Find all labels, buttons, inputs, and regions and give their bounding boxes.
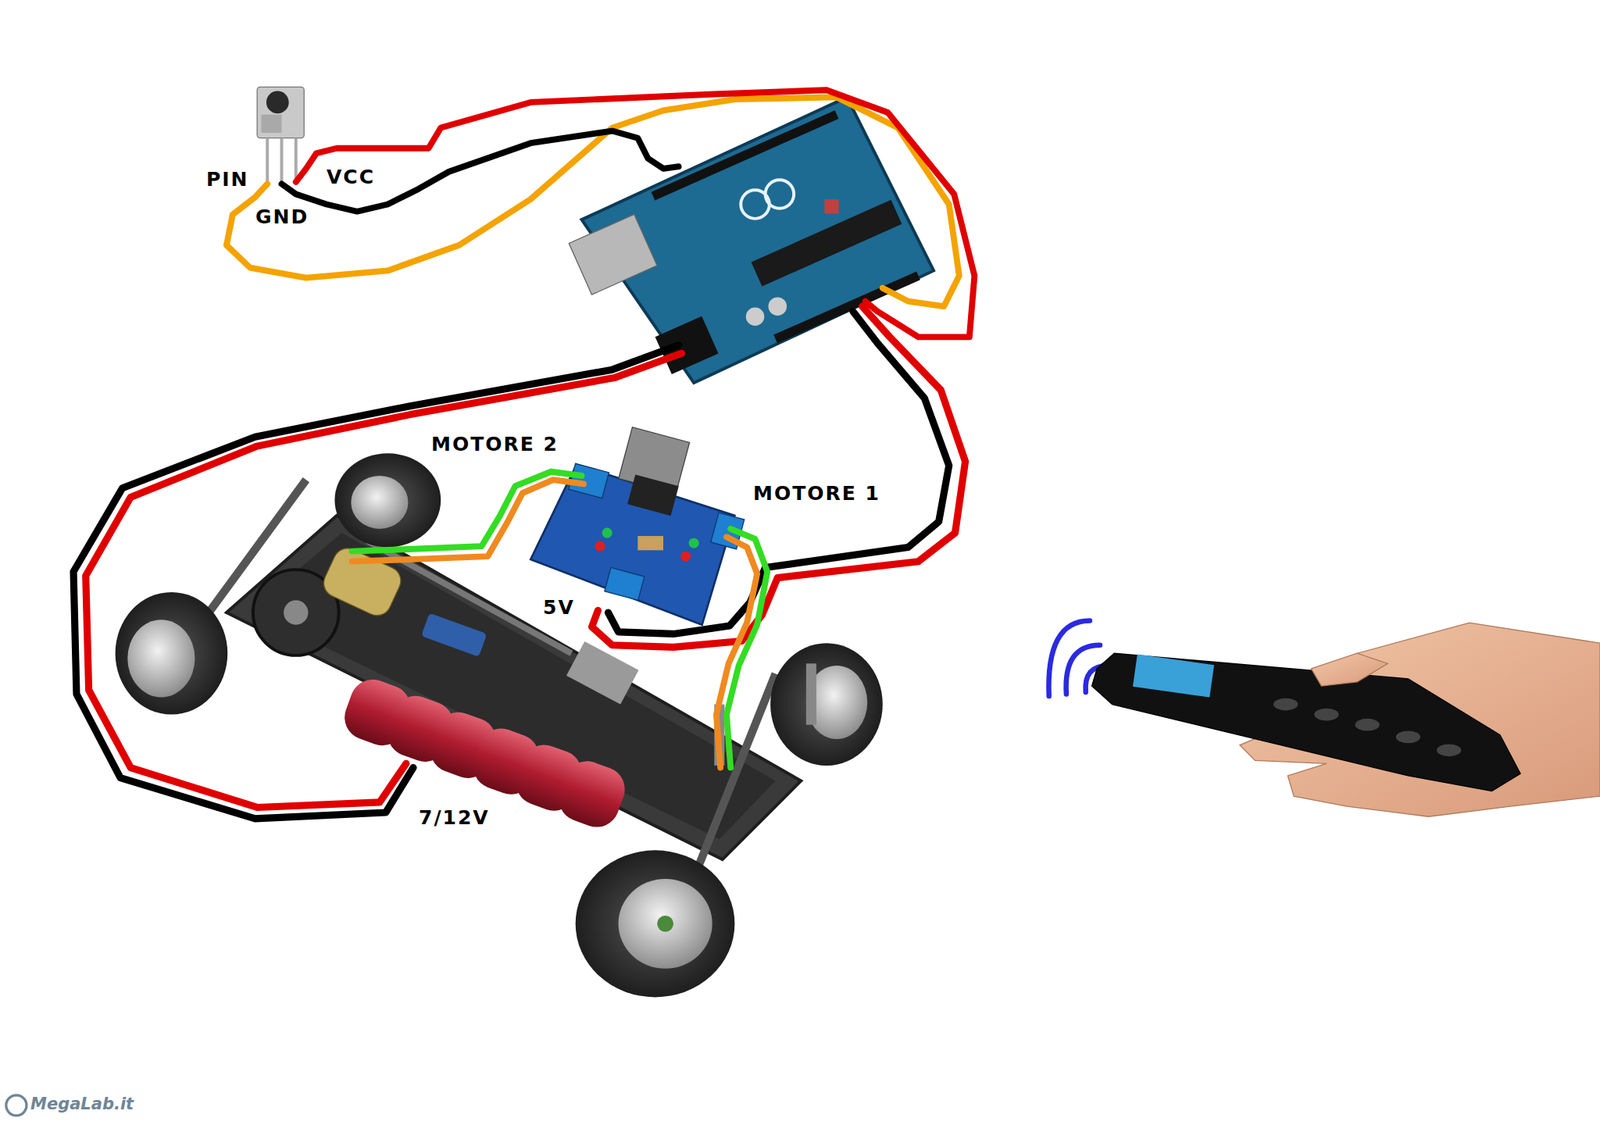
illustration-part bbox=[530, 464, 735, 625]
illustration-part bbox=[655, 316, 719, 375]
illustration-part bbox=[1132, 653, 1215, 697]
driver-gnd-wire bbox=[607, 311, 949, 635]
illustration-part bbox=[6, 1095, 27, 1116]
illustration-part bbox=[318, 543, 405, 621]
illustration-part bbox=[751, 200, 903, 287]
ir-vcc-wire bbox=[296, 89, 975, 337]
illustration-part bbox=[594, 541, 605, 552]
ir-signal-wire bbox=[226, 96, 960, 307]
illustration-part bbox=[689, 538, 700, 549]
illustration-part bbox=[637, 535, 664, 550]
illustration-part bbox=[602, 528, 613, 539]
illustration-part bbox=[280, 138, 284, 185]
illustration-part bbox=[627, 474, 679, 516]
illustration-part bbox=[746, 307, 765, 326]
rc-car bbox=[115, 453, 883, 997]
illustration-part bbox=[1355, 718, 1380, 732]
illustration-part bbox=[566, 641, 639, 705]
illustration-part bbox=[552, 754, 631, 833]
motor2-wire-b bbox=[352, 479, 584, 561]
illustration-part bbox=[806, 663, 817, 725]
illustration-part bbox=[1273, 698, 1461, 757]
illustration-part bbox=[260, 114, 282, 134]
battery-vcc-wire bbox=[85, 353, 683, 808]
illustration-part bbox=[1310, 653, 1388, 686]
illustration-part bbox=[693, 673, 775, 878]
illustration-part bbox=[775, 275, 919, 340]
illustration-part bbox=[1396, 731, 1421, 744]
watermark: MegaLab.it bbox=[30, 1096, 134, 1113]
illustration-part bbox=[768, 296, 788, 316]
illustration-part bbox=[421, 613, 487, 658]
illustration-part bbox=[283, 600, 308, 625]
illustration-part bbox=[568, 214, 658, 295]
illustration-part bbox=[1436, 743, 1461, 757]
illustration-part bbox=[680, 551, 691, 562]
pin-label: VCC bbox=[326, 167, 375, 187]
illustration-part bbox=[657, 915, 674, 933]
illustration-part bbox=[127, 619, 195, 697]
illustration-part bbox=[266, 91, 290, 115]
illustration-part bbox=[115, 592, 229, 715]
pin-label: GND bbox=[255, 207, 309, 227]
voltage-label: 5V bbox=[542, 597, 575, 618]
battery-gnd-wire bbox=[73, 345, 679, 819]
motor-label: MOTORE 2 bbox=[431, 434, 559, 454]
motor1-wire-b bbox=[716, 536, 758, 768]
illustration-part bbox=[1273, 698, 1298, 711]
motor-label: MOTORE 1 bbox=[753, 483, 881, 504]
illustration-part bbox=[765, 179, 795, 209]
illustration-part bbox=[618, 878, 713, 969]
illustration-part bbox=[257, 86, 304, 138]
illustration-part bbox=[1092, 653, 1522, 791]
illustration-part bbox=[824, 199, 839, 214]
illustration-part bbox=[604, 567, 645, 601]
wires bbox=[73, 89, 975, 819]
driver-5v-wire bbox=[592, 306, 966, 647]
watermark-logo bbox=[6, 1095, 27, 1116]
ir-gnd-wire bbox=[281, 131, 679, 212]
illustration-part bbox=[1314, 708, 1339, 722]
motor-driver bbox=[530, 427, 745, 625]
hand-remote bbox=[1092, 622, 1600, 817]
ir-receiver bbox=[257, 86, 304, 184]
illustration-part bbox=[334, 453, 441, 547]
pin-label: PIN bbox=[206, 169, 250, 190]
voltage-label: 7/12V bbox=[418, 807, 490, 828]
illustration-part bbox=[770, 642, 883, 766]
illustration-part bbox=[350, 475, 408, 529]
illustration-part bbox=[265, 138, 269, 185]
illustration-part bbox=[575, 850, 736, 997]
illustration-part bbox=[653, 114, 837, 197]
